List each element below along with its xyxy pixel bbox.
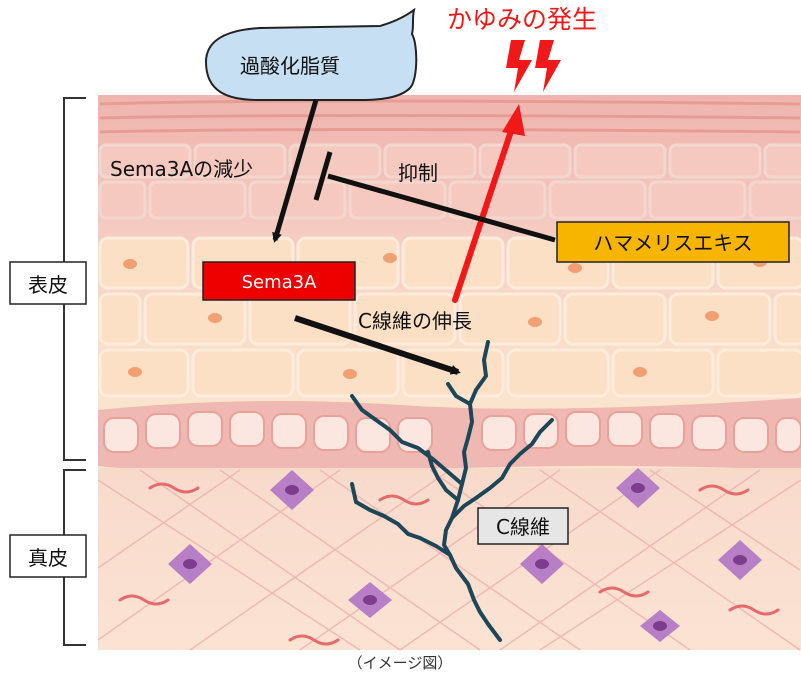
sema3a-box xyxy=(202,261,356,301)
c-fiber-nerve xyxy=(350,340,554,642)
lightning-icon xyxy=(506,40,561,92)
spinous-cells xyxy=(98,236,801,398)
inhibit-label: 抑制 xyxy=(398,161,438,185)
c-fiber-extension-label: C線維の伸長 xyxy=(358,309,472,333)
peroxide-bubble xyxy=(204,7,418,101)
hamamelis-box xyxy=(556,221,790,263)
caption: （イメージ図） xyxy=(348,654,453,672)
sema-decrease-label: Sema3Aの減少 xyxy=(110,157,253,181)
epidermis-box xyxy=(9,261,87,305)
stratum-corneum xyxy=(99,99,801,134)
itch-label: かゆみの発生 xyxy=(447,5,597,34)
c-fiber-label: C線維 xyxy=(496,515,550,539)
fibroblasts xyxy=(168,468,762,642)
epidermis-label: 表皮 xyxy=(28,273,68,297)
basal-layer xyxy=(98,398,801,474)
peroxide-arrow xyxy=(272,99,319,243)
inhibition-line xyxy=(313,151,556,243)
itch-arrow xyxy=(452,104,525,303)
skin-illustration xyxy=(97,95,801,651)
upper-cells xyxy=(98,143,801,220)
c-fiber-box xyxy=(477,507,569,545)
peroxide-label: 過酸化脂質 xyxy=(240,54,340,78)
sema-to-nerve-arrow xyxy=(294,315,461,375)
sema3a-label: Sema3A xyxy=(242,272,318,293)
dermis-box xyxy=(9,534,87,578)
dermis-label: 真皮 xyxy=(28,546,68,570)
hamamelis-label: ハマメリスエキス xyxy=(593,231,752,255)
dermis-layer xyxy=(97,468,801,651)
